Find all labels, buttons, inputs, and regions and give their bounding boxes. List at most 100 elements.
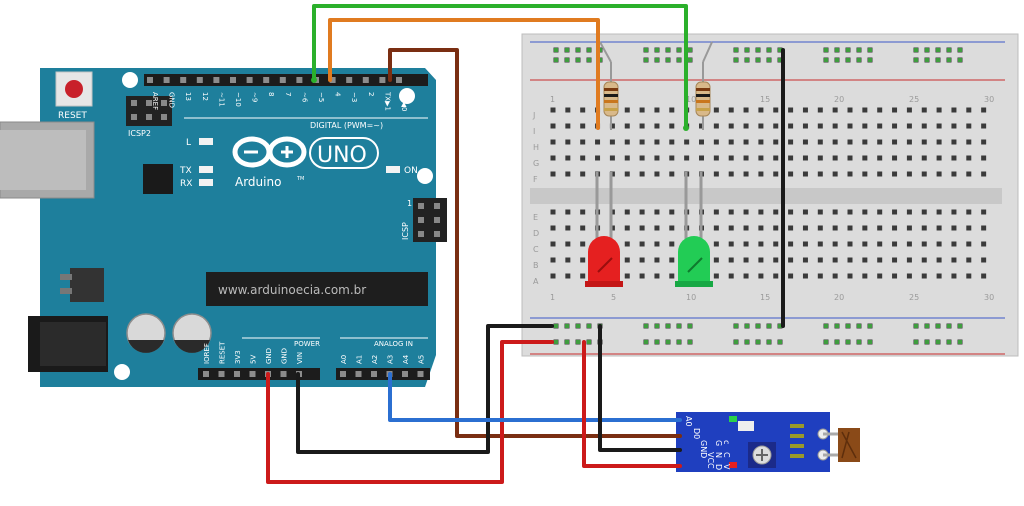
- analog-pin-label: A5: [418, 355, 426, 364]
- mount-hole: [399, 88, 415, 104]
- sensor-pin-vcc: VCC: [706, 452, 715, 469]
- reset-button-cap[interactable]: [65, 80, 83, 98]
- mount-hole: [122, 72, 138, 88]
- analog-header: [336, 368, 430, 380]
- sensor-label-v: V: [722, 464, 731, 470]
- sensor-pin-d0: D0: [692, 428, 701, 439]
- row-letter-i: I: [533, 127, 535, 136]
- row-letter-a: A: [533, 277, 539, 286]
- led-rx-label: RX: [180, 179, 192, 189]
- wire-green: [312, 4, 688, 130]
- mount-hole: [417, 168, 433, 184]
- capacitor: [172, 313, 212, 353]
- power-pin-label: IOREF: [203, 343, 211, 364]
- icsp-pin1-label: 1: [407, 199, 412, 208]
- watermark: www.arduinoecia.com.br: [218, 283, 366, 297]
- led-tx-label: TX: [179, 166, 192, 176]
- col-num-10-bottom: 10: [686, 293, 696, 302]
- wire-red-5v: [266, 340, 554, 484]
- sensor-signal-led: [729, 462, 737, 468]
- analog-pin-label: A0: [340, 355, 348, 364]
- analog-in-label: ANALOG IN: [374, 340, 413, 348]
- icsp-header: [413, 198, 447, 242]
- uno-badge: [309, 137, 379, 169]
- analog-pin-label: A3: [387, 355, 395, 364]
- wire-black-gnd: [296, 324, 554, 454]
- arduino-uno-board: RESET ICSP2 www.arduinoecia.com.br: [0, 68, 447, 387]
- digital-pin-label: ~10: [234, 92, 242, 107]
- digital-pin-label: ~5: [317, 92, 325, 102]
- digital-pin-label: ~6: [300, 92, 308, 103]
- led-l: [199, 138, 213, 145]
- led-on-label: ON: [404, 166, 418, 176]
- digital-pin-label: 8: [267, 92, 275, 96]
- capacitor: [126, 313, 166, 353]
- icsp2-header: [126, 96, 172, 126]
- col-num-1-bottom: 1: [550, 293, 555, 302]
- digital-pin-label: GND: [168, 92, 176, 108]
- row-letter-g: G: [533, 159, 539, 168]
- digital-pin-label: AREF: [151, 92, 159, 110]
- icsp-label: ICSP: [401, 222, 410, 240]
- digital-pin-label: 4: [334, 92, 342, 97]
- row-letter-b: B: [533, 261, 539, 270]
- power-pin-label: 5V: [250, 355, 258, 364]
- power-pin-label: 3V3: [234, 350, 242, 364]
- col-num-20: 20: [834, 95, 844, 104]
- row-letter-f: F: [533, 175, 538, 184]
- col-num-30: 30: [984, 95, 994, 104]
- power-label: POWER: [294, 340, 320, 348]
- power-header: [198, 368, 320, 380]
- digital-pin-label: 2: [367, 92, 375, 96]
- analog-pin-label: A2: [371, 355, 379, 364]
- col-num-25-bottom: 25: [909, 293, 919, 302]
- wire-orange: [328, 18, 600, 130]
- row-letter-j: J: [532, 111, 535, 120]
- digital-pin-label: RX◀0: [400, 92, 408, 112]
- power-pin-label: VIN: [296, 352, 304, 364]
- sensor-label-c1: c: [722, 440, 731, 444]
- sensor-label-d: D: [714, 464, 723, 470]
- voltage-regulator: [70, 268, 104, 302]
- row-letter-c: C: [533, 245, 539, 254]
- col-num-15-bottom: 15: [760, 293, 770, 302]
- sensor-pin-a0: A0: [684, 416, 693, 427]
- sensor-power-led: [729, 416, 737, 422]
- wire-blue-a0: [388, 372, 682, 422]
- digital-pin-label: ~3: [350, 92, 358, 102]
- row-letter-d: D: [533, 229, 539, 238]
- col-num-25: 25: [909, 95, 919, 104]
- wire-brown: [388, 48, 682, 438]
- led-l-label: L: [186, 138, 191, 148]
- digital-pin-label: ~11: [217, 92, 225, 107]
- resistor-2: [695, 41, 713, 130]
- col-num-5-bottom: 5: [611, 293, 616, 302]
- wire-red-rail: [582, 340, 682, 468]
- row-letter-e: E: [533, 213, 538, 222]
- col-num-10: 10: [686, 95, 696, 104]
- power-pin-label: RESET: [219, 341, 227, 364]
- col-num-20-bottom: 20: [834, 293, 844, 302]
- led-rx: [199, 179, 213, 186]
- icsp2-label: ICSP2: [128, 129, 151, 138]
- digital-pin-label: ~9: [251, 92, 259, 102]
- power-pin-label: GND: [265, 348, 273, 364]
- mount-hole: [114, 364, 130, 380]
- digital-label: DIGITAL (PWM=~): [310, 121, 383, 130]
- col-num-1: 1: [550, 95, 555, 104]
- row-letter-h: H: [533, 143, 539, 152]
- digital-pin-label: 13: [184, 92, 192, 101]
- power-pin-label: GND: [281, 348, 289, 364]
- sensor-label-c2: C: [722, 452, 731, 458]
- microcontroller-chip: [206, 272, 428, 306]
- red-led: [585, 172, 623, 287]
- digital-pin-label: 7: [284, 92, 292, 96]
- model-name: UNO: [317, 143, 367, 168]
- brand-name: Arduino: [235, 175, 281, 189]
- wire-black-rail: [598, 324, 682, 452]
- light-sensor-module: A0 D0 GND VCC G N D c C V: [676, 412, 860, 472]
- led-on: [386, 166, 400, 173]
- analog-pin-label: A4: [402, 354, 410, 364]
- led-tx: [199, 166, 213, 173]
